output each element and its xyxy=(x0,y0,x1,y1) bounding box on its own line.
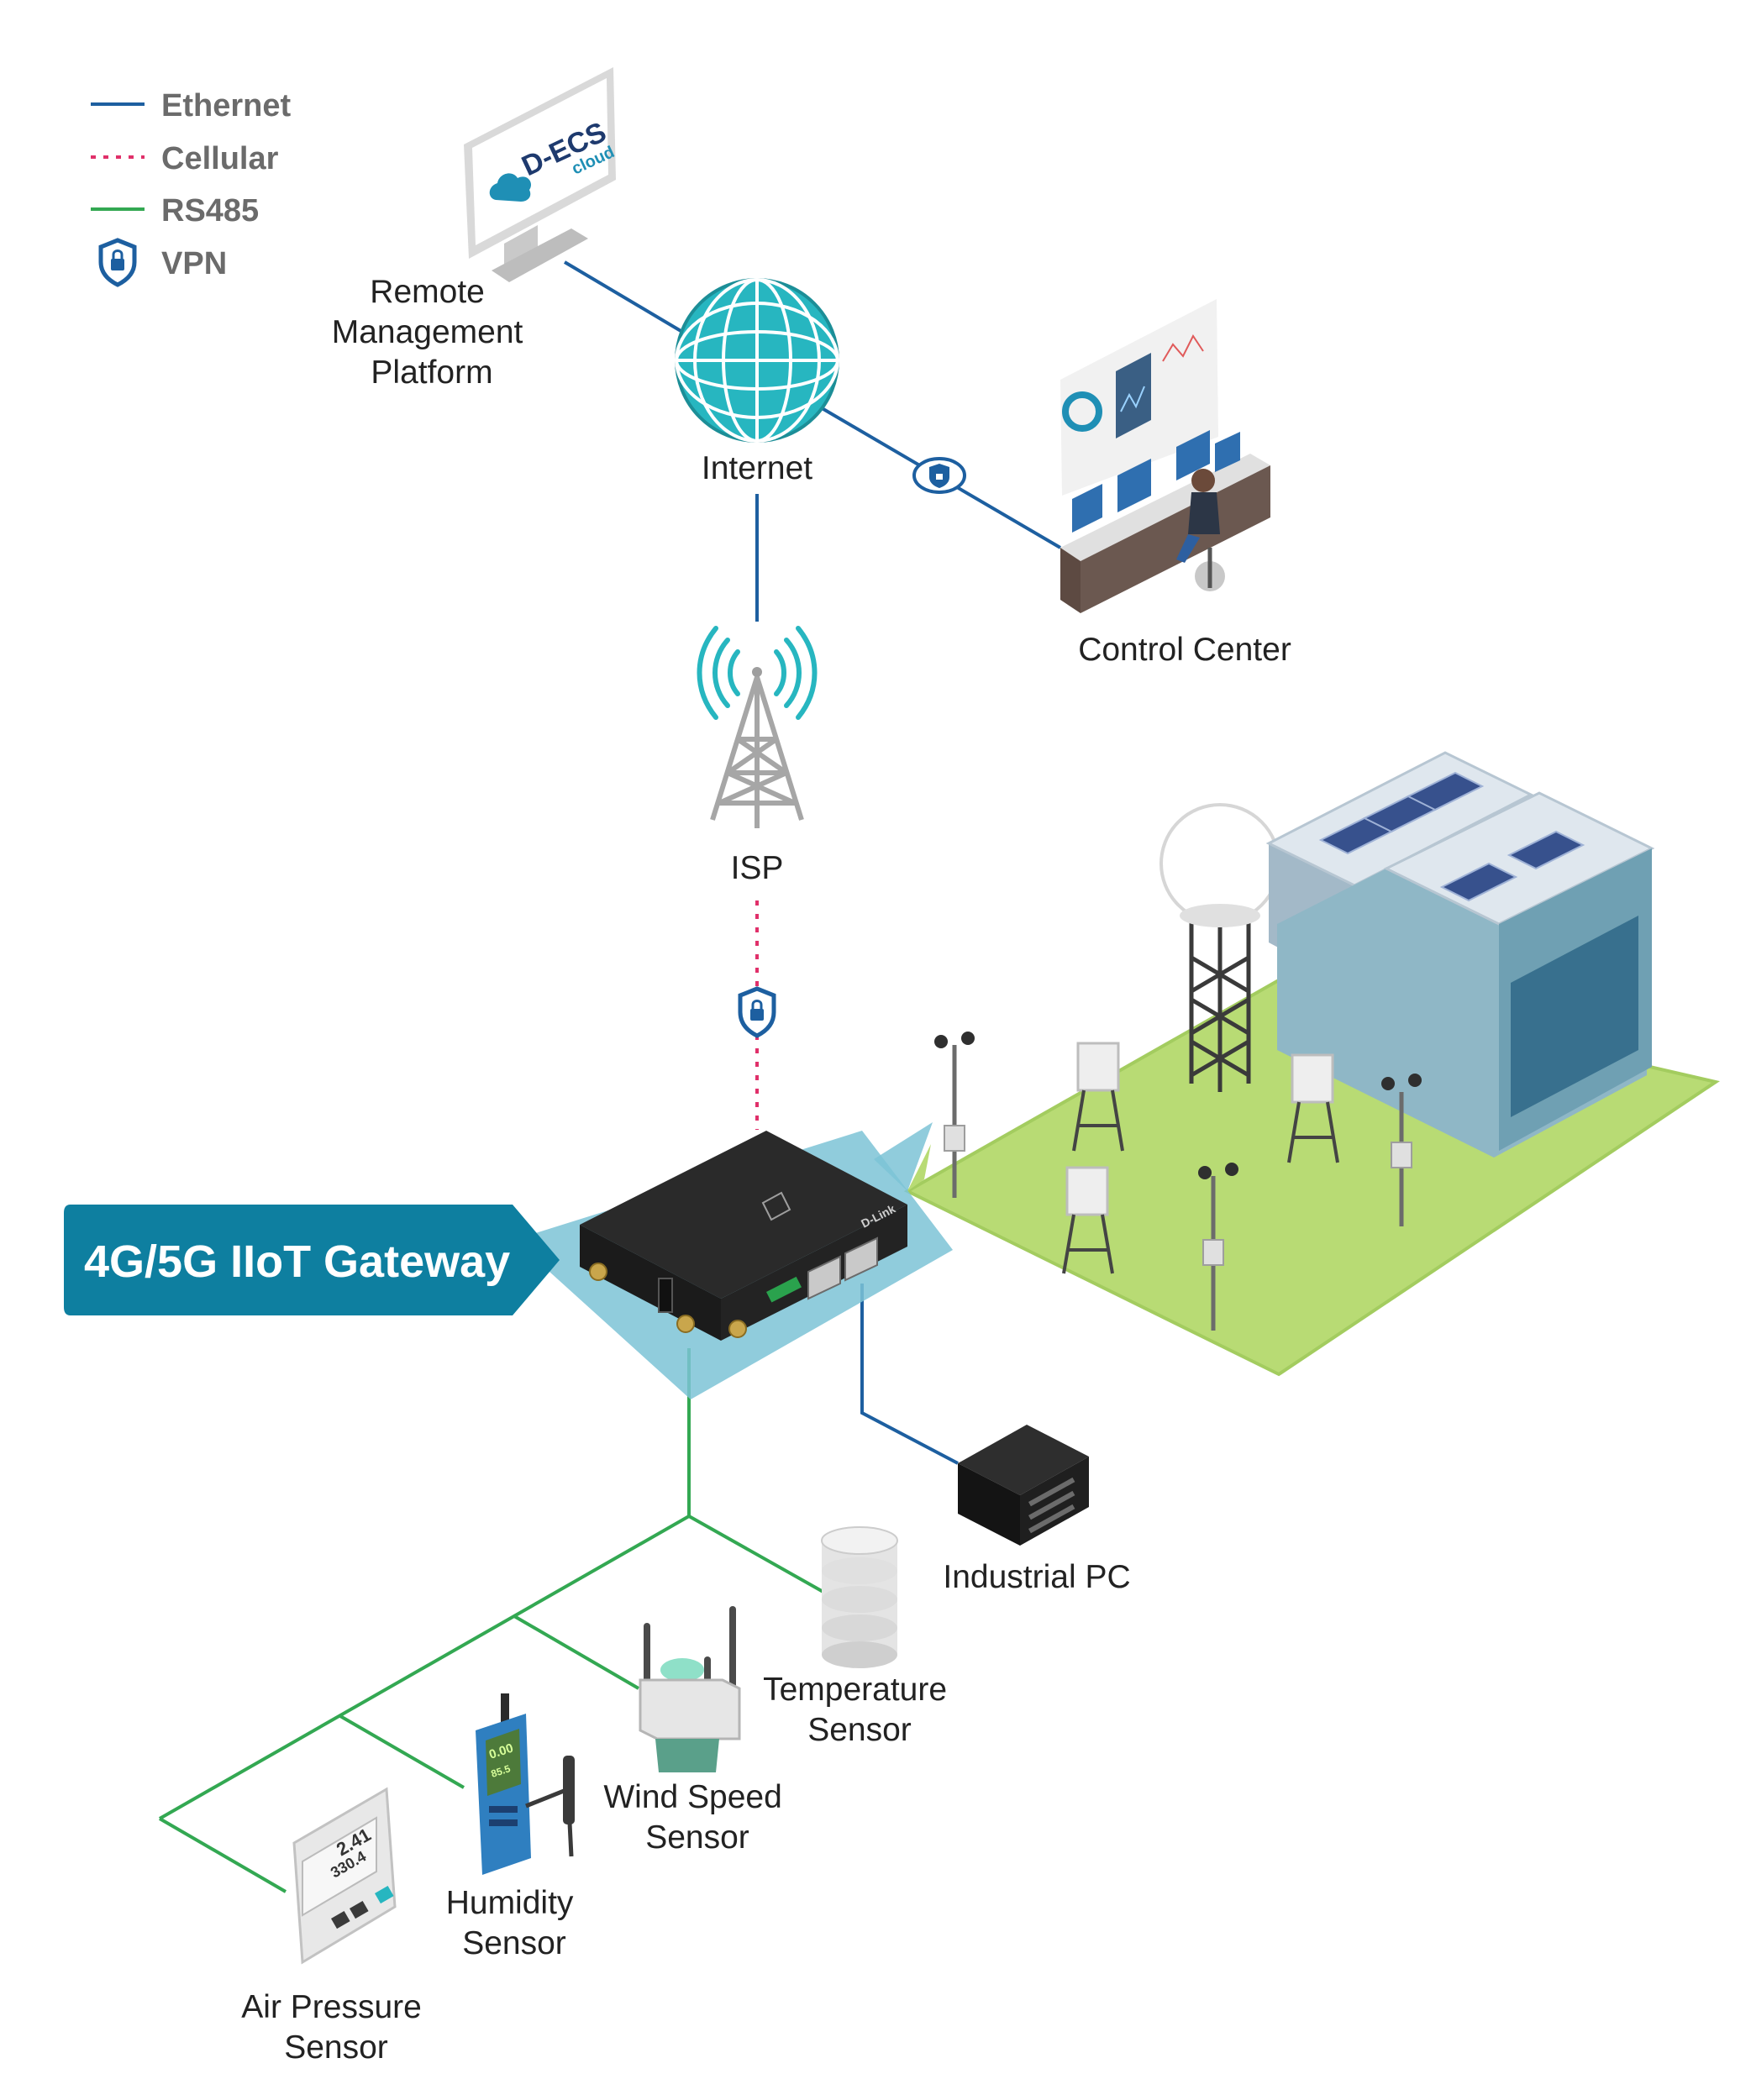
internet-label: Internet xyxy=(702,450,812,486)
vpn-shield-icon xyxy=(912,457,966,494)
operator-desk-icon xyxy=(1060,299,1270,613)
gateway-node: D-Link 4G/5G IIoT Gateway xyxy=(64,1122,953,1399)
legend-item-cellular: Cellular xyxy=(91,141,279,176)
cloud-logo-icon xyxy=(489,173,532,202)
legend-item-vpn: VPN xyxy=(98,238,227,287)
rs485-bus xyxy=(158,1348,828,1893)
control-center-label: Control Center xyxy=(1078,632,1291,668)
legend-item-rs485: RS485 xyxy=(91,193,259,228)
industrial-pc-icon xyxy=(958,1425,1089,1546)
air-pressure-sensor-node: 2.41 330.4 Air Pressure Sensor xyxy=(241,1787,430,2066)
radome-tower xyxy=(1159,803,1280,1092)
wind-speed-sensor-label: Wind Speed Sensor xyxy=(603,1779,791,1856)
legend-label-ethernet: Ethernet xyxy=(161,88,291,123)
temperature-sensor-label: Temperature Sensor xyxy=(763,1672,956,1748)
pressure-gauge-icon: 2.41 330.4 xyxy=(292,1787,397,1965)
industrial-pc-node: Industrial PC xyxy=(943,1425,1131,1595)
temperature-sensor-node: Temperature Sensor xyxy=(763,1526,956,1748)
internet-node: Internet xyxy=(675,278,839,486)
legend-label-rs485: RS485 xyxy=(161,193,259,228)
legend-item-ethernet: Ethernet xyxy=(91,88,291,123)
gateway-banner: 4G/5G IIoT Gateway xyxy=(64,1205,560,1315)
globe-icon xyxy=(675,278,839,443)
instrument-shelters xyxy=(1062,1042,1339,1274)
legend-label-vpn: VPN xyxy=(161,246,227,281)
remote-management-platform: D-ECS cloud Remote Management Platform xyxy=(332,67,618,391)
legend-label-cellular: Cellular xyxy=(161,141,279,176)
weather-station-icon xyxy=(903,751,1720,1377)
isp-label: ISP xyxy=(731,850,784,886)
ethernet-link-platform-internet xyxy=(563,260,684,333)
industrial-pc-label: Industrial PC xyxy=(943,1559,1130,1595)
air-pressure-sensor-label: Air Pressure Sensor xyxy=(241,1989,430,2066)
router-icon: D-Link xyxy=(580,1131,907,1341)
humidity-reading-2: 85.5 xyxy=(490,1762,513,1780)
wind-sensor-icon xyxy=(639,1606,741,1772)
humidity-meter-icon: 0.00 85.5 xyxy=(476,1693,575,1875)
wind-speed-sensor-node: Wind Speed Sensor xyxy=(603,1606,791,1856)
humidity-sensor-label: Humidity Sensor xyxy=(446,1885,583,1961)
shield-lock-icon xyxy=(98,238,137,287)
monitor-icon: D-ECS cloud xyxy=(464,67,618,282)
cell-tower-icon xyxy=(697,626,818,828)
ethernet-link-gateway-pc xyxy=(860,1284,959,1465)
control-center-node: Control Center xyxy=(1060,299,1291,668)
solar-panels xyxy=(1318,771,1585,902)
remote-platform-label: Remote Management Platform xyxy=(332,274,532,391)
vpn-shield-icon xyxy=(738,986,776,1038)
legend: Ethernet Cellular RS485 VPN xyxy=(91,88,291,287)
isp-node: ISP xyxy=(697,626,818,886)
connections xyxy=(158,260,1062,1893)
humidity-sensor-node: 0.00 85.5 Humidity Sensor xyxy=(446,1693,583,1961)
temperature-sensor-icon xyxy=(821,1526,898,1668)
building xyxy=(1265,751,1655,1158)
gateway-label: 4G/5G IIoT Gateway xyxy=(84,1236,510,1287)
